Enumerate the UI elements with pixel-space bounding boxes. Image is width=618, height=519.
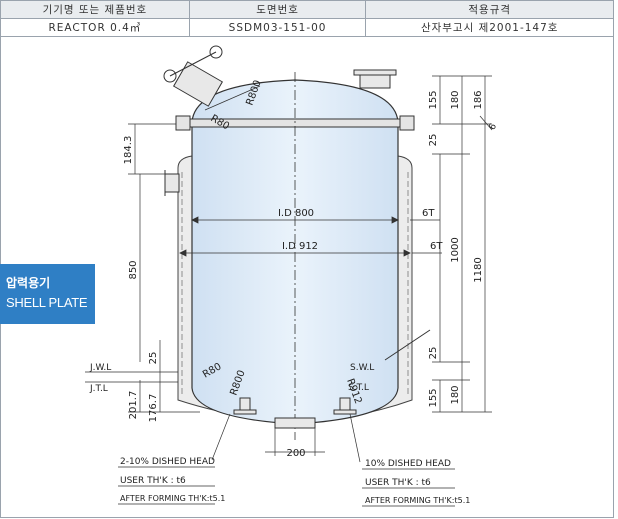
dim-1180: 1180 [473,257,484,282]
flange-lug-right [399,115,415,131]
dim-180-bot: 180 [450,385,461,404]
spec-table: 기기명 또는 제품번호 도면번호 적용규격 REACTOR 0.4㎥ SSDM0… [0,0,614,37]
dim-850: 850 [128,260,139,279]
side-nozzle-left [164,170,180,196]
dim-25-left: 25 [148,352,159,365]
jtl-label: J.T.L [89,384,108,394]
right-dimension-lines [432,75,493,413]
width-200-label: 200 [286,448,305,459]
spec-header-standard: 적용규격 [365,0,614,19]
dim-180-top: 180 [450,90,461,109]
dim-201-7: 201.7 [128,391,139,420]
dim-155-bot: 155 [428,388,439,407]
dim-186: 186 [473,90,484,109]
stl-label: S.T.L [348,383,369,393]
id-800-label: I.D 800 [278,208,314,219]
note-left-after: AFTER FORMING TH'K:t5.1 [120,494,225,503]
note-right-head: 10% DISHED HEAD [365,459,451,469]
bottom-nozzles [233,397,357,429]
badge-subtitle: SHELL PLATE [6,295,88,310]
top-nozzle-angled [163,45,224,107]
top-nozzle-right [353,69,397,89]
left-dimension-lines [85,123,200,413]
category-badge: 압력용기 SHELL PLATE [0,264,95,324]
notes-left: 2-10% DISHED HEAD USER TH'K : t6 AFTER F… [118,457,225,505]
t6-label-b: 6T [430,241,443,252]
width-200-dimension [265,428,325,456]
t6-label-a: 6T [422,208,435,219]
dim-25-right: 25 [428,347,439,360]
dim-6: 6 [488,122,500,132]
id-800-line [191,216,399,224]
spec-value-row: REACTOR 0.4㎥ SSDM03-151-00 산자부고시 제2001-1… [0,18,614,37]
id-912-line [179,249,411,257]
badge-title: 압력용기 [6,276,51,290]
id-912-label: I.D 912 [282,241,318,252]
r800-top-leader [204,85,261,111]
side-pipe-right [384,329,431,361]
note-right-user: USER TH'K : t6 [365,478,431,488]
note-right-leader [349,413,361,463]
spec-header-drawing-no: 도면번호 [188,0,367,19]
dim-1000: 1000 [450,237,461,262]
dim-184-3: 184.3 [123,136,134,165]
note-left-user: USER TH'K : t6 [120,476,186,486]
notes-right: 10% DISHED HEAD USER TH'K : t6 AFTER FOR… [362,459,470,507]
note-right-after: AFTER FORMING TH'K:t5.1 [365,496,470,505]
spec-header-equipment: 기기명 또는 제품번호 [0,0,190,19]
note-left-leader [211,413,231,461]
jwl-label: J.W.L [89,363,111,373]
spec-value-drawing-no: SSDM03-151-00 [188,18,367,37]
jacket-inner [181,172,409,396]
spec-header-row: 기기명 또는 제품번호 도면번호 적용규격 [0,0,614,19]
dim-176-7: 176.7 [148,394,159,423]
flange-lug-left [175,115,191,131]
dim-25-top: 25 [428,134,439,147]
note-left-head: 2-10% DISHED HEAD [120,457,215,467]
swl-label: S.W.L [350,363,374,373]
spec-value-standard: 산자부고시 제2001-147호 [365,18,614,37]
dim-155-top: 155 [428,90,439,109]
